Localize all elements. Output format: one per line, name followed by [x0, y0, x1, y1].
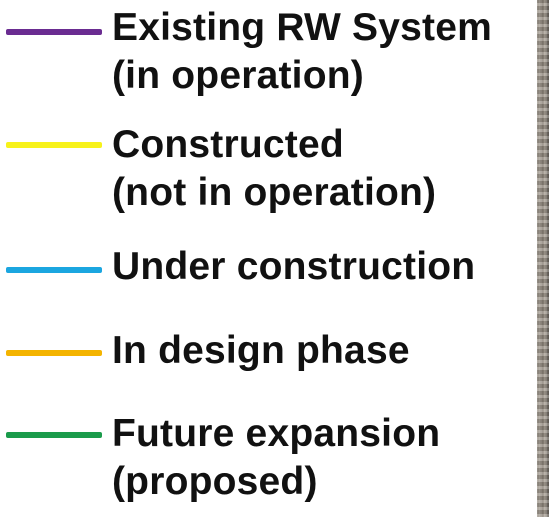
- legend-swatch-green-line: [6, 432, 102, 438]
- legend-label: In design phase: [112, 327, 410, 375]
- legend-label-line-2: (in operation): [112, 54, 364, 97]
- legend-label-line-2: (proposed): [112, 460, 318, 503]
- legend-label: Under construction: [112, 243, 475, 291]
- legend-label: Constructed (not in operation): [112, 121, 436, 217]
- legend-swatch-yellow-line: [6, 142, 102, 148]
- legend-label-line-1: Under construction: [112, 245, 476, 288]
- legend-label: Future expansion (proposed): [112, 410, 440, 506]
- legend-label-line-1: Existing RW System: [112, 6, 492, 49]
- legend-swatch-blue-line: [6, 267, 102, 273]
- legend-swatch-purple-line: [6, 29, 102, 35]
- legend-swatch-orange-line: [6, 350, 102, 356]
- aerial-map-edge: [537, 0, 549, 517]
- legend-label: Existing RW System (in operation): [112, 4, 492, 100]
- legend-label-line-1: Future expansion: [112, 412, 441, 455]
- legend-label-line-2: (not in operation): [112, 171, 437, 214]
- legend-label-line-1: Constructed: [112, 123, 344, 166]
- legend-label-line-1: In design phase: [112, 329, 410, 372]
